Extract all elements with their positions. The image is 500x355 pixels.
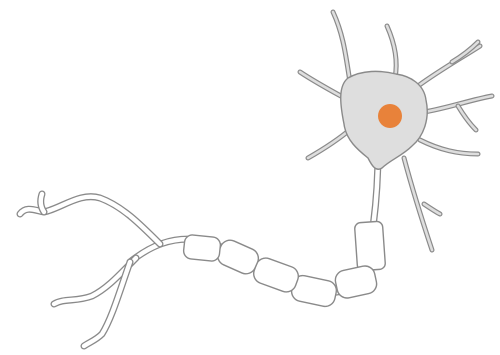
myelin-segment — [334, 264, 379, 300]
dendrite-top-right — [418, 46, 480, 86]
myelin-segment — [183, 234, 221, 262]
dendrite-top-left — [333, 12, 350, 82]
dendrite-bottom-right-branch — [424, 204, 440, 214]
nucleus — [378, 104, 402, 128]
axon-terminals — [20, 194, 160, 346]
dendrite-right-branch — [458, 106, 476, 130]
dendrite-left-lower — [308, 128, 352, 158]
axon-terminal-lower — [84, 262, 130, 346]
myelin-sheath — [183, 221, 386, 308]
myelin-segment — [354, 221, 385, 271]
axon-terminal-upper-tip — [41, 194, 44, 212]
dendrite-top-middle — [387, 26, 396, 78]
dendrite-right-lower — [420, 140, 478, 154]
